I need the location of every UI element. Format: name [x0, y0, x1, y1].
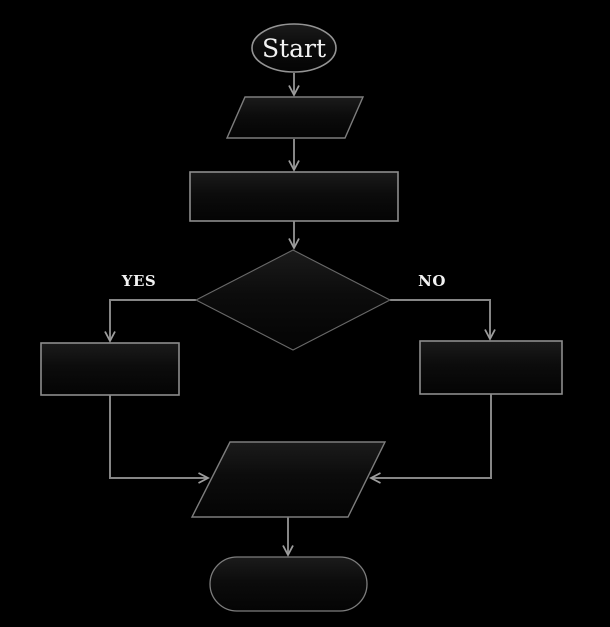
- nodes: Start YES NO: [40, 23, 563, 612]
- yes-step-rectangle-node: [40, 342, 180, 396]
- no-step-rectangle-node: [419, 340, 563, 395]
- process-rectangle-node: [189, 171, 399, 222]
- start-node: [251, 23, 337, 73]
- input-parallelogram-node: [225, 96, 365, 139]
- edge-decision-no: [390, 299, 496, 341]
- edge-yes-step-to-output: [109, 395, 210, 484]
- output-parallelogram-node: [190, 441, 387, 518]
- yes-branch-label: YES: [121, 272, 156, 290]
- edge-no-step-to-output: [369, 394, 492, 484]
- edge-decision-yes: [104, 299, 196, 343]
- no-branch-label: NO: [418, 272, 446, 290]
- end-terminator-node: [209, 556, 368, 612]
- decision-diamond-node: [194, 249, 392, 351]
- edges: [104, 73, 496, 557]
- start-label: Start: [262, 34, 326, 63]
